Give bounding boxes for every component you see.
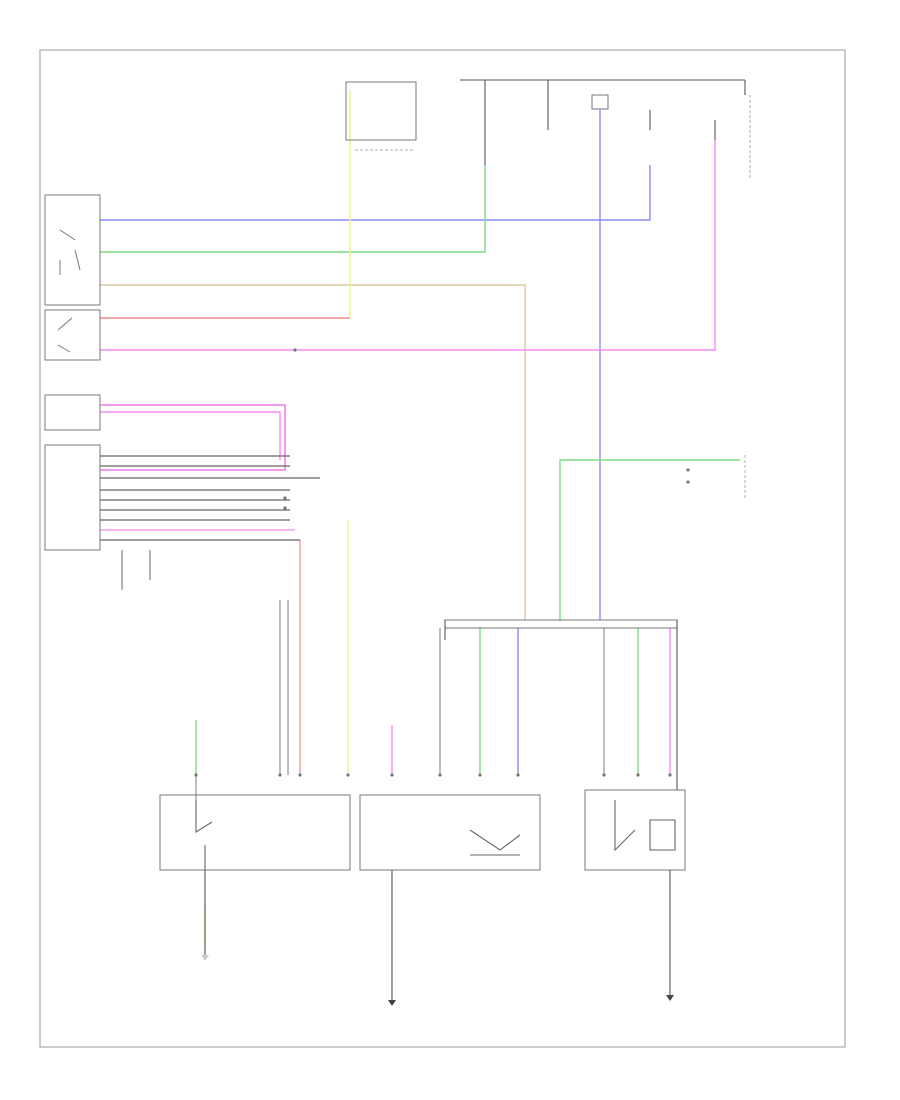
interlock-switch bbox=[614, 800, 676, 852]
connector-dots bbox=[194, 348, 690, 777]
ground-symbol-right bbox=[666, 995, 674, 1001]
switch-contact-symbol bbox=[57, 317, 73, 353]
wire-magenta-long bbox=[100, 140, 716, 351]
powertrain-control-module bbox=[44, 444, 101, 551]
shift-selector-module bbox=[44, 194, 101, 306]
transmission-control-switch bbox=[195, 800, 213, 870]
relay-symbol bbox=[591, 94, 609, 110]
junction-block-frame bbox=[444, 619, 678, 629]
wire-green-top bbox=[100, 165, 486, 253]
ground-symbol-center bbox=[388, 1000, 396, 1006]
transmission-control-enclosure bbox=[159, 794, 351, 871]
transmission-range-module bbox=[44, 394, 101, 431]
top-fuse-box bbox=[345, 81, 417, 141]
harness-verticals bbox=[195, 600, 605, 800]
diagram-frame bbox=[39, 49, 846, 1048]
pcm-pin-drops bbox=[121, 550, 151, 590]
ground-symbol-left bbox=[201, 955, 209, 961]
wire-magenta-loop-inner bbox=[100, 411, 281, 460]
wire-magenta-loop bbox=[100, 404, 286, 471]
shift-switch-symbol bbox=[59, 229, 81, 275]
wire-blue-top bbox=[100, 165, 651, 221]
switch-module bbox=[44, 309, 101, 361]
brake-shift-interlock-enclosure bbox=[584, 789, 686, 871]
wire-tan bbox=[100, 284, 526, 620]
pcm-pin-rows bbox=[100, 455, 320, 541]
center-module-enclosure bbox=[359, 794, 541, 871]
wire-green-mid bbox=[559, 459, 740, 620]
center-module-switch bbox=[469, 829, 521, 856]
